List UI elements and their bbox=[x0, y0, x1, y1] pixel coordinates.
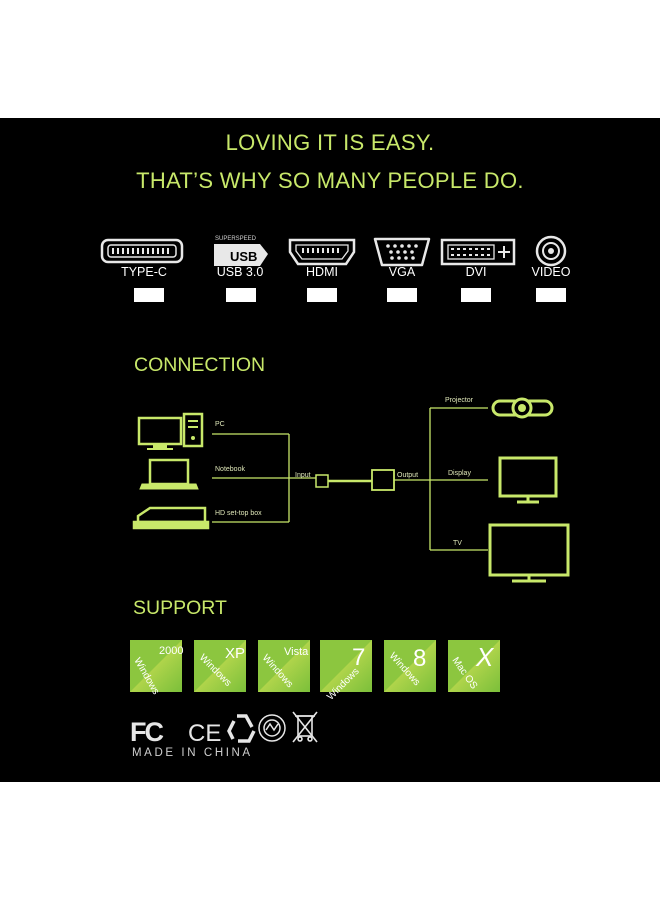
os-tile-windows-8: 8 Windows bbox=[384, 640, 436, 692]
fc-mark: FC bbox=[130, 717, 163, 747]
source-label-pc: PC bbox=[215, 421, 225, 428]
output-label: Output bbox=[397, 472, 419, 479]
os-tile-windows-2000: 2000 Windows bbox=[130, 640, 183, 697]
usb-logo-icon: SUPERSPEED USB bbox=[214, 236, 268, 266]
checkbox-placeholder bbox=[226, 288, 256, 302]
type-c-port-icon bbox=[100, 238, 184, 264]
target-label-tv: TV bbox=[453, 540, 462, 547]
recycle-icon bbox=[227, 714, 256, 743]
usb-badge-text: USB bbox=[230, 249, 257, 264]
svg-text:X: X bbox=[475, 642, 495, 672]
set-top-box-icon bbox=[132, 506, 210, 530]
headline-line-1: LOVING IT IS EASY. bbox=[225, 130, 435, 155]
notebook-icon bbox=[139, 458, 199, 490]
svg-text:XP: XP bbox=[225, 645, 245, 662]
certification-marks: FC CE bbox=[130, 711, 318, 747]
checkbox-placeholder bbox=[134, 288, 164, 302]
projector-icon bbox=[491, 397, 554, 419]
headline-line-2: THAT’S WHY SO MANY PEOPLE DO. bbox=[136, 168, 524, 193]
svg-text:8: 8 bbox=[413, 645, 426, 672]
port-label: DVI bbox=[465, 265, 487, 279]
svg-text:7: 7 bbox=[352, 644, 365, 671]
os-tile-windows-vista: Vista Windows bbox=[258, 640, 310, 692]
checkbox-placeholder bbox=[461, 288, 491, 302]
display-icon bbox=[498, 456, 558, 504]
port-label: HDMI bbox=[306, 265, 338, 279]
rca-video-port-icon bbox=[535, 235, 567, 267]
target-label-display: Display bbox=[448, 470, 471, 477]
made-in-china-text: MADE IN CHINA bbox=[132, 747, 253, 759]
os-tile-mac-os-x: X Mac OS bbox=[448, 640, 500, 692]
source-label-notebook: Notebook bbox=[215, 466, 245, 473]
hdmi-port-icon bbox=[288, 238, 356, 266]
checkbox-placeholder bbox=[307, 288, 337, 302]
port-label: USB 3.0 bbox=[216, 265, 264, 279]
connection-diagram bbox=[132, 397, 570, 583]
dvi-port-icon bbox=[440, 238, 516, 266]
port-label: VIDEO bbox=[531, 265, 571, 279]
ce-mark: CE bbox=[188, 720, 221, 747]
target-label-projector: Projector bbox=[445, 397, 474, 404]
input-label: Input bbox=[295, 472, 311, 479]
svg-text:Vista: Vista bbox=[284, 646, 309, 658]
os-tile-windows-7: 7 Windows bbox=[320, 640, 372, 703]
port-label: TYPE-C bbox=[121, 265, 167, 279]
port-label: VGA bbox=[388, 265, 416, 279]
checkbox-placeholder bbox=[387, 288, 417, 302]
rohs-seal-icon bbox=[258, 714, 286, 742]
connection-title: CONNECTION bbox=[134, 354, 266, 376]
vga-port-icon bbox=[373, 237, 431, 267]
tv-icon bbox=[488, 523, 570, 583]
weee-bin-icon bbox=[292, 711, 318, 743]
source-label-set-top-box: HD set-top box bbox=[215, 510, 262, 517]
svg-text:2000: 2000 bbox=[159, 645, 183, 657]
pc-icon bbox=[137, 412, 204, 450]
checkbox-placeholder bbox=[536, 288, 566, 302]
usb-superspeed-text: SUPERSPEED bbox=[215, 236, 257, 242]
os-tile-windows-xp: XP Windows bbox=[194, 640, 246, 692]
support-title: SUPPORT bbox=[133, 597, 227, 619]
